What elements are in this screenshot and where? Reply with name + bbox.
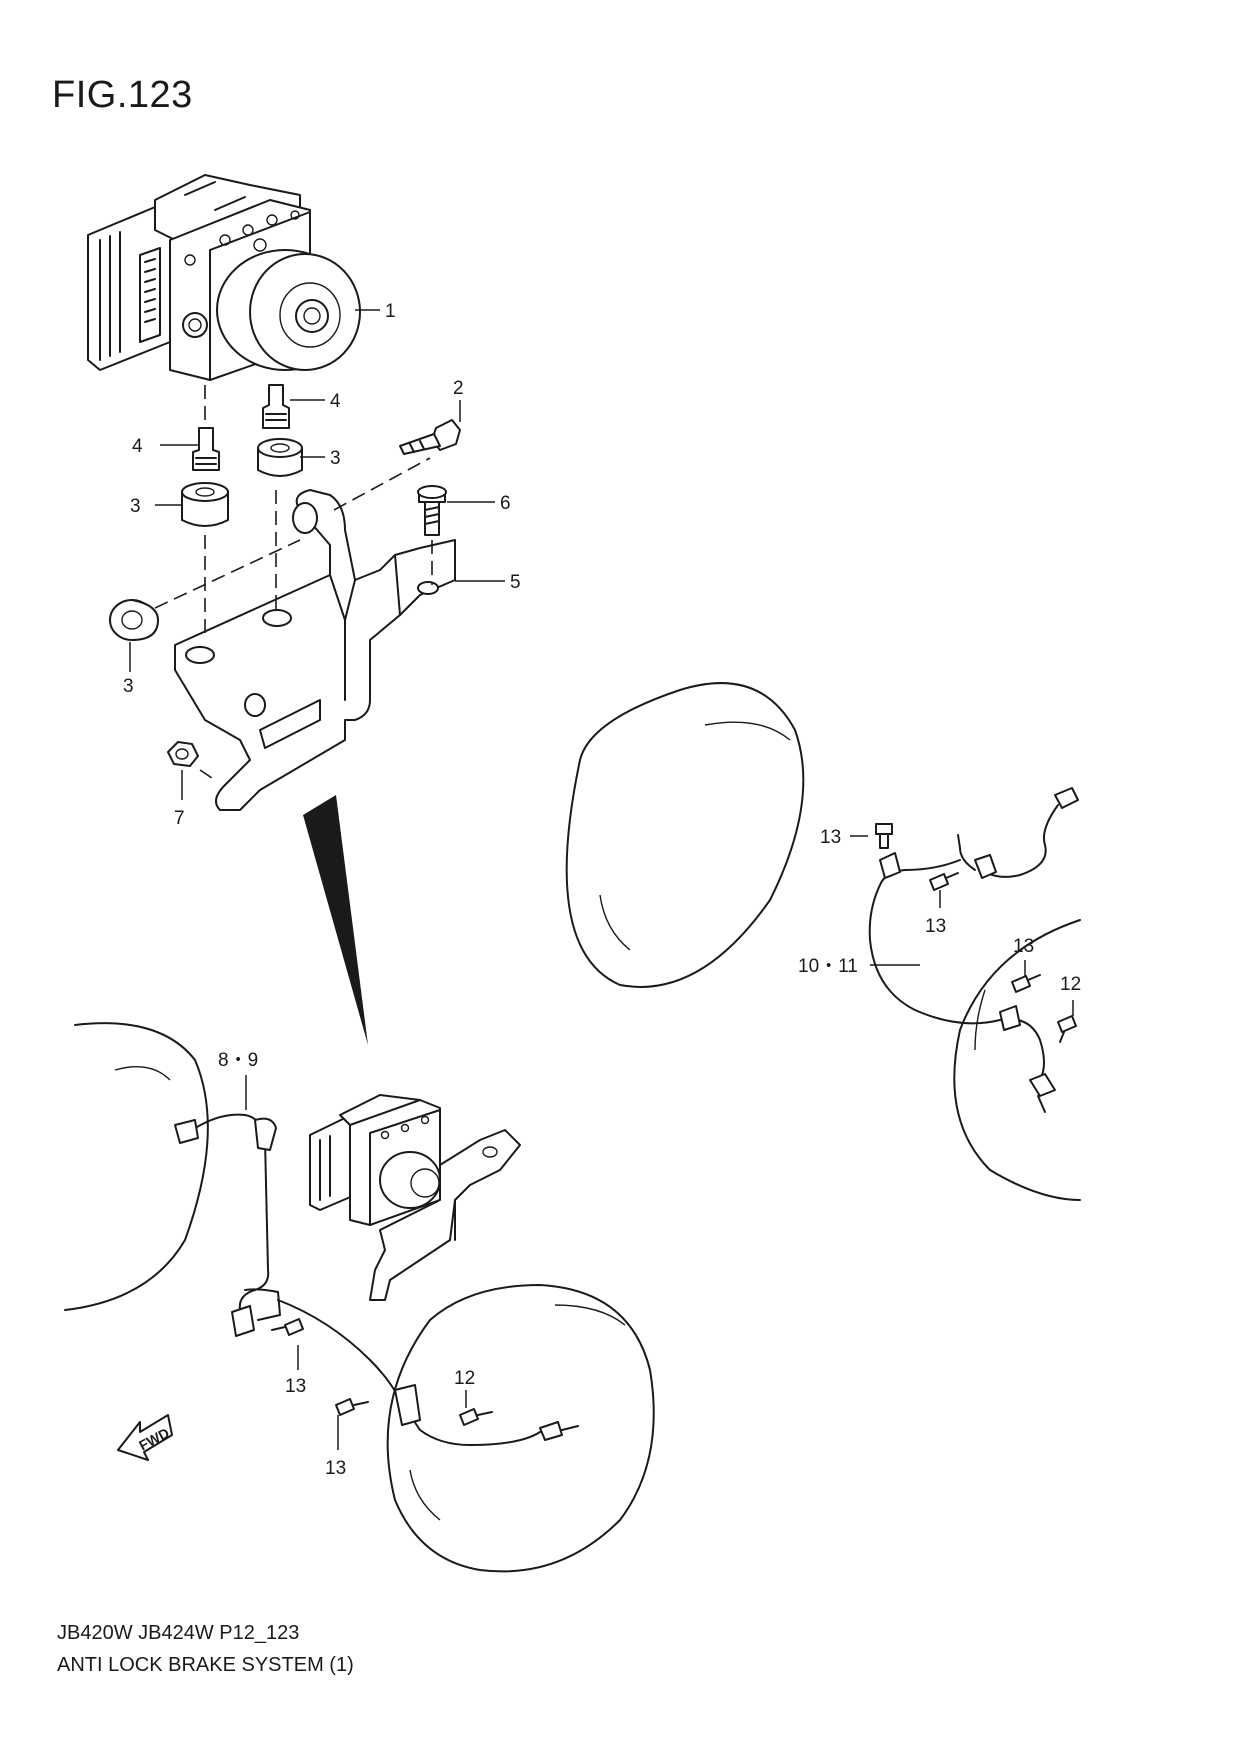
- grommet-right[interactable]: [257, 438, 303, 477]
- stud-bolt-right[interactable]: [262, 384, 290, 429]
- stud-bolt-left[interactable]: [192, 427, 220, 471]
- section-name: ANTI LOCK BRAKE SYSTEM (1): [57, 1654, 354, 1676]
- bolt-13-rear-right[interactable]: [1011, 974, 1041, 993]
- callout-3-left: 3: [130, 496, 141, 517]
- bolt-13-rear-top[interactable]: [875, 823, 893, 849]
- rear-right-wheel-tire: [953, 919, 1081, 1201]
- abs-hydraulic-unit[interactable]: [87, 174, 361, 381]
- callout-6: 6: [500, 493, 511, 514]
- bolt-13-rear-mid[interactable]: [929, 872, 959, 891]
- view-pointer-wedge: [303, 795, 368, 1045]
- callout-2: 2: [453, 378, 464, 399]
- forward-arrow-icon: FWD: [117, 1414, 173, 1461]
- callout-10-11: 10・11: [798, 956, 858, 977]
- grommet-lower[interactable]: [109, 599, 159, 641]
- callout-8-9: 8・9: [218, 1050, 258, 1071]
- flange-nut[interactable]: [167, 741, 199, 767]
- rear-wheel-tire: [565, 682, 805, 988]
- rear-wheel-speed-sensor[interactable]: [868, 787, 1079, 1113]
- model-code: JB420W JB424W P12_123: [57, 1622, 300, 1644]
- callout-3-lower: 3: [123, 676, 134, 697]
- callout-13-front-lower: 13: [325, 1458, 346, 1479]
- callout-13-rear-mid: 13: [925, 916, 946, 937]
- grommet-left[interactable]: [181, 482, 229, 527]
- callout-4-right: 4: [330, 391, 341, 412]
- abs-mounting-bracket[interactable]: [174, 489, 456, 811]
- bolt-12-front[interactable]: [459, 1408, 493, 1426]
- front-wheel-speed-sensor[interactable]: [174, 1113, 579, 1446]
- callout-1: 1: [385, 301, 396, 322]
- front-right-wheel-tire: [386, 1284, 655, 1573]
- figure-title: FIG.123: [52, 74, 193, 116]
- callout-12-front: 12: [454, 1368, 475, 1389]
- callout-3-right: 3: [330, 448, 341, 469]
- bolt-part-2[interactable]: [399, 419, 461, 455]
- callout-12-rear: 12: [1060, 974, 1081, 995]
- callout-13-rear-top: 13: [820, 827, 841, 848]
- bolt-part-6[interactable]: [417, 485, 447, 536]
- callout-4-left: 4: [132, 436, 143, 457]
- callout-5: 5: [510, 572, 521, 593]
- callout-13-front-mid: 13: [285, 1376, 306, 1397]
- bolt-13-front-lower[interactable]: [335, 1398, 369, 1416]
- abs-unit-installed-view[interactable]: [309, 1094, 521, 1301]
- bolt-13-front-mid[interactable]: [271, 1318, 304, 1336]
- callout-7: 7: [174, 808, 185, 829]
- callout-13-rear-right: 13: [1013, 936, 1034, 957]
- front-left-wheel-tire: [64, 1022, 209, 1311]
- bolt-12-rear[interactable]: [1057, 1015, 1077, 1043]
